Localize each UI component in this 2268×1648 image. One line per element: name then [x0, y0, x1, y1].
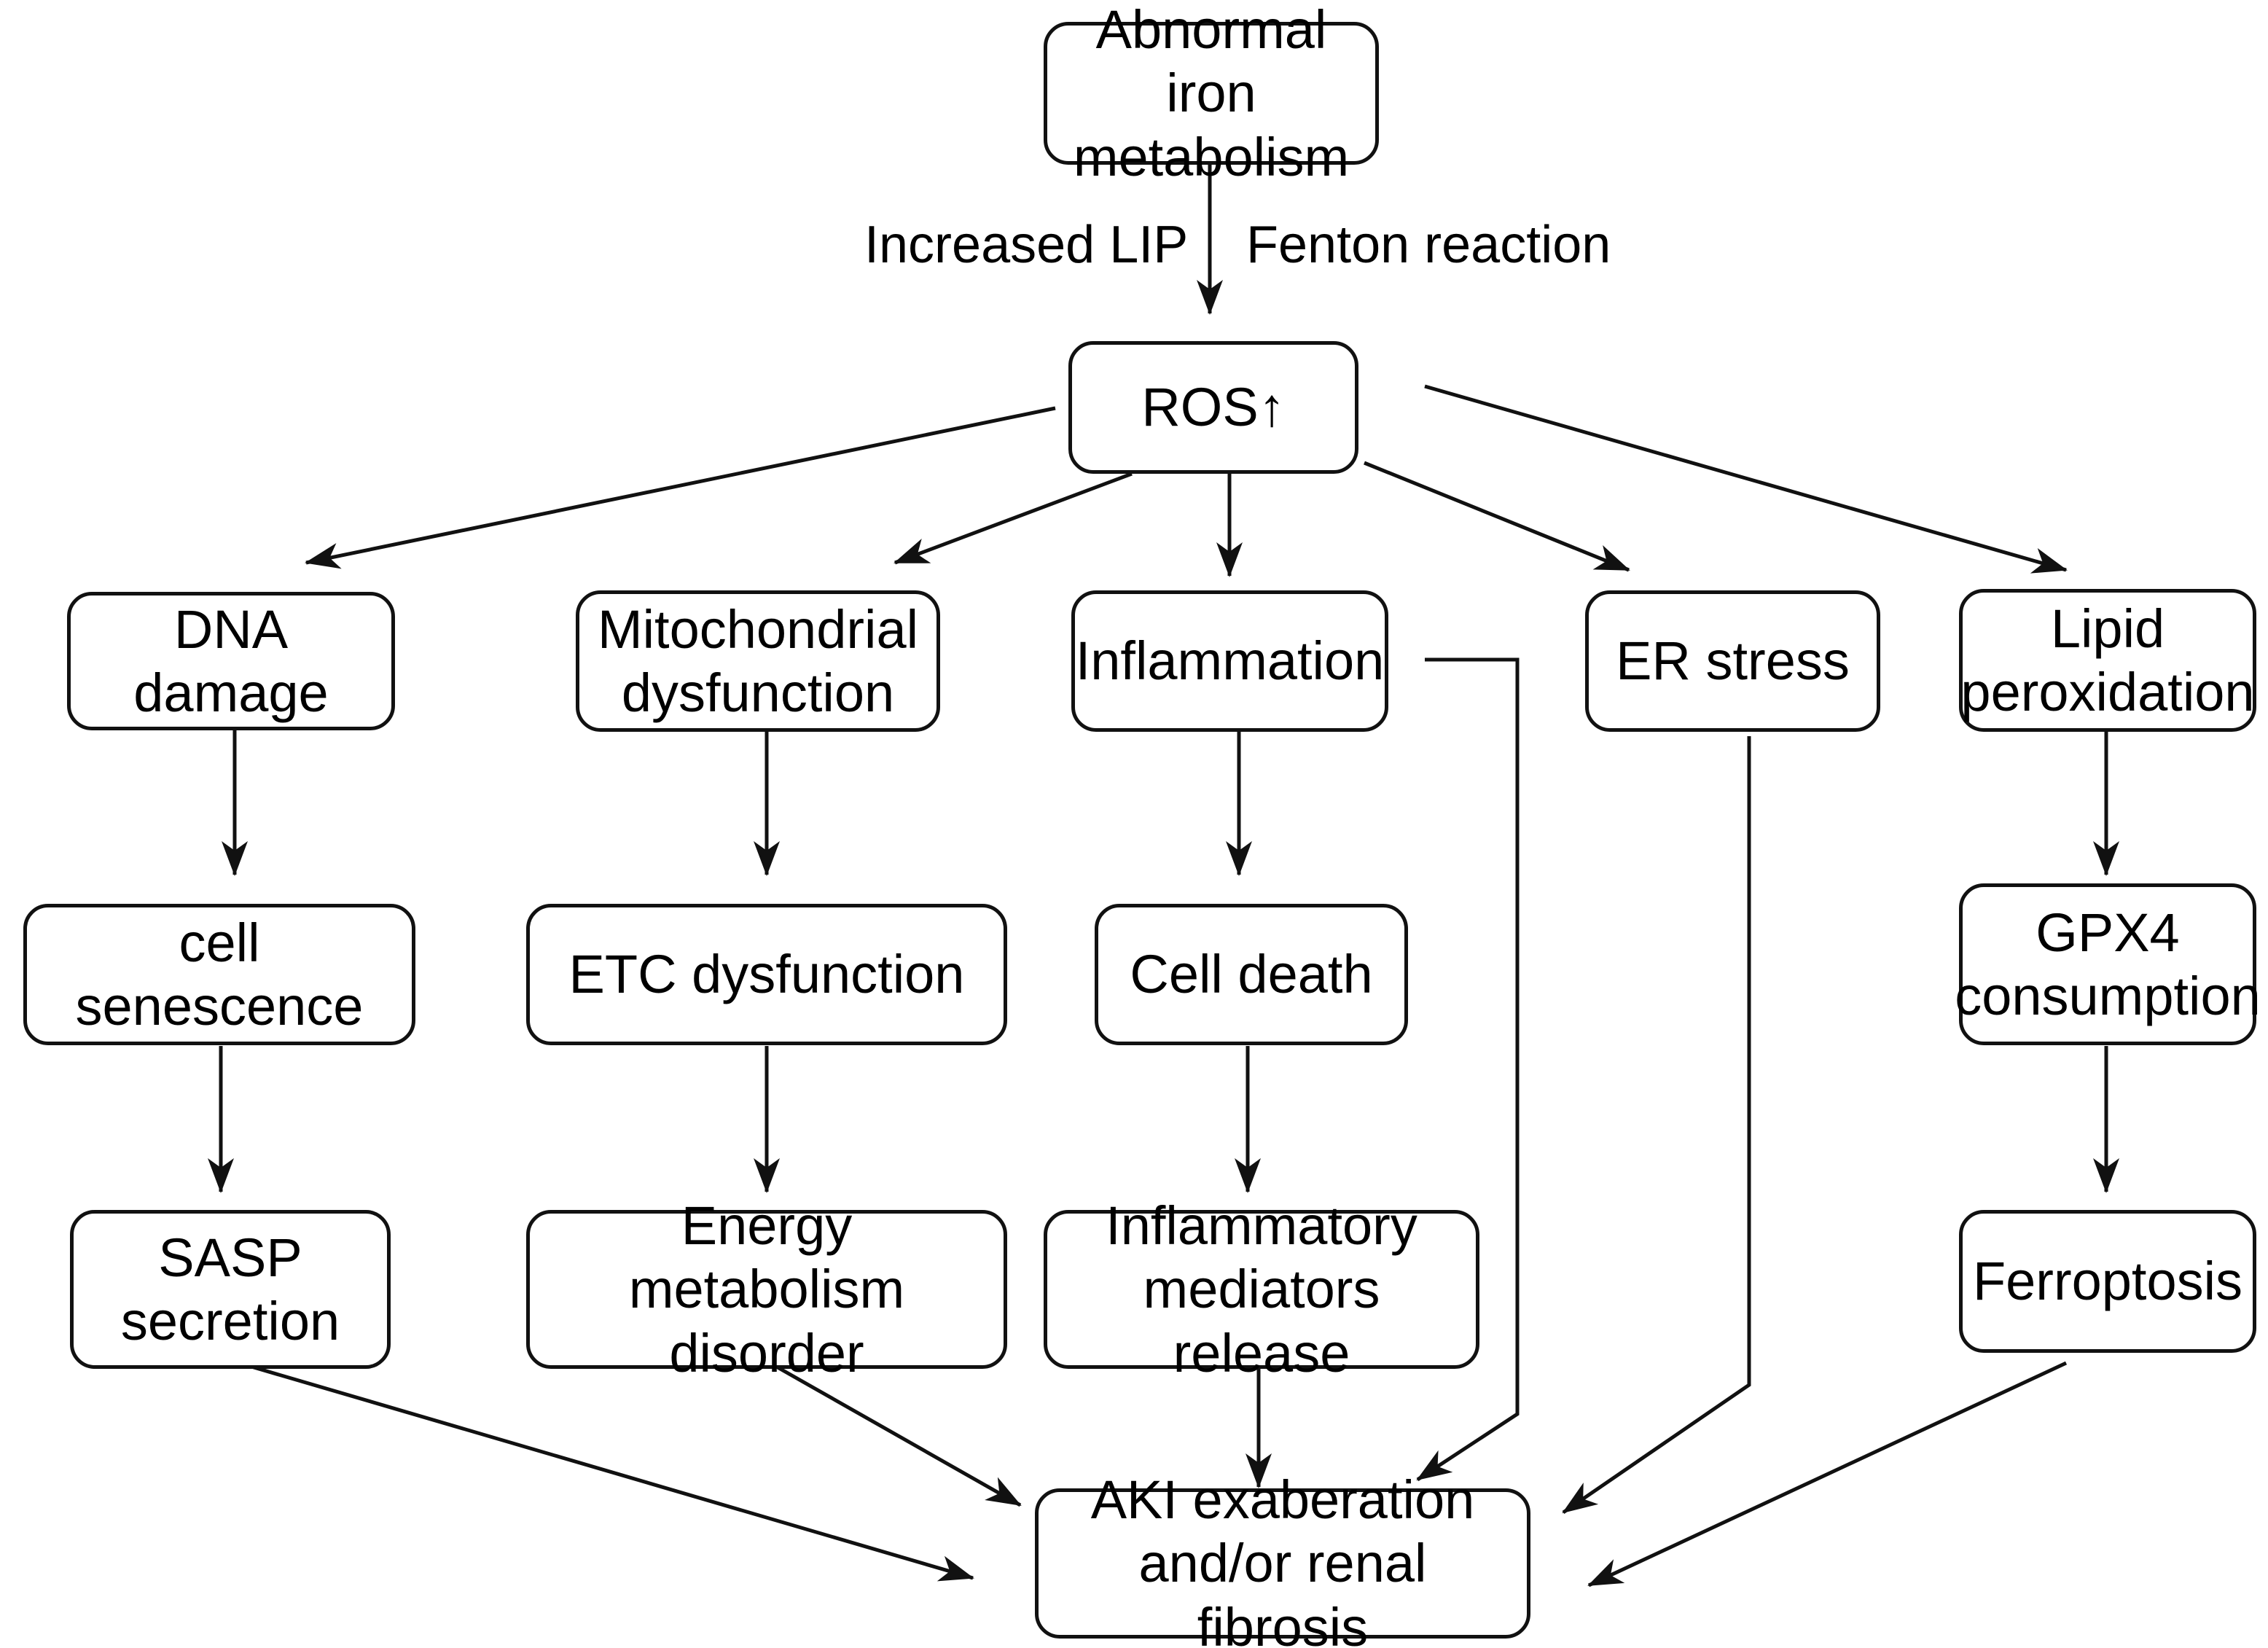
edge-label-fenton-reaction: Fenton reaction: [1246, 216, 1611, 274]
node-sasp-secretion[interactable]: SASP secretion: [70, 1210, 391, 1369]
node-gpx4-consumption[interactable]: GPX4 consumption: [1955, 883, 2261, 1045]
node-aki-outcome[interactable]: AKI exaberation and/or renal fibrosis: [1035, 1469, 1530, 1648]
edge-ros-to-mitochondrial: [893, 472, 1133, 565]
edge-ferroptosis-to-aki: [1587, 1361, 2068, 1588]
node-dna-damage[interactable]: DNA damage: [67, 592, 395, 730]
node-ferroptosis[interactable]: Ferroptosis: [1959, 1210, 2256, 1353]
node-mitochondrial-dysfunction[interactable]: Mitochondrial dysfunction: [576, 590, 940, 732]
node-inflammation[interactable]: Inflammation: [1071, 590, 1388, 732]
edge-sasp-to-aki: [251, 1364, 974, 1582]
edge-er-stress-to-aki: [1562, 736, 1751, 1515]
node-inflammatory-mediators-release[interactable]: Inflammatory mediators release: [1044, 1195, 1479, 1383]
node-cell-death[interactable]: Cell death: [1095, 904, 1408, 1045]
node-ros[interactable]: ROS↑: [1068, 341, 1358, 474]
edge-energy-disorder-to-aki: [771, 1362, 1022, 1507]
node-abnormal-iron-metabolism[interactable]: Abnormal iron metabolism: [1044, 0, 1379, 187]
edge-label-increased-lip: Increased LIP: [864, 216, 1189, 274]
node-lipid-peroxidation[interactable]: Lipid peroxidation: [1959, 589, 2256, 732]
node-etc-dysfunction[interactable]: ETC dysfunction: [526, 904, 1007, 1045]
edge-ros-to-dna-damage: [305, 406, 1056, 569]
node-er-stress[interactable]: ER stress: [1585, 590, 1880, 732]
node-cell-senescence[interactable]: cell senescence: [23, 904, 415, 1045]
node-energy-metabolism-disorder[interactable]: Energy metabolism disorder: [526, 1195, 1007, 1383]
edge-inflammation-elbow-to-aki: [1416, 657, 1520, 1482]
edge-ros-to-er-stress: [1364, 461, 1630, 572]
edge-ros-to-lipid-peroxidation: [1424, 384, 2068, 574]
